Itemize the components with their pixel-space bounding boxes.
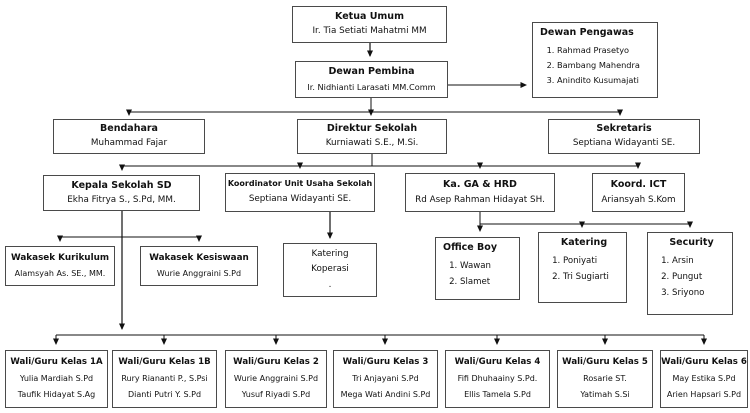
member: Wawan [460,261,515,271]
node-person: Ekha Fitrya S., S.Pd, MM. [67,194,176,205]
node-wali-kelas-2: Wali/Guru Kelas 2 Wurie Anggraini S.Pd Y… [225,350,327,408]
node-person: Septiana Widayanti SE. [572,138,676,149]
node-dewan-pembina: Dewan Pembina Ir. Nidhianti Larasati MM.… [295,61,448,98]
node-wali-kelas-1b: Wali/Guru Kelas 1B Rury Riananti P., S.P… [112,350,217,408]
node-title: Wali/Guru Kelas 1A [10,357,103,368]
node-wali-kelas-6: Wali/Guru Kelas 6 May Estika S.Pd Arien … [660,350,748,408]
node-person: Mega Wati Andini S.Pd [340,389,431,399]
node-person: Alamsyah As. SE., MM. [14,268,106,278]
node-katering: Katering Poniyati Tri Sugiarti [538,232,627,303]
node-person: Wurie Anggraini S.Pd [156,268,242,278]
node-wali-kelas-4: Wali/Guru Kelas 4 Fifi Dhuhaainy S.Pd. E… [445,350,550,408]
node-title: Koordinator Unit Usaha Sekolah [227,179,373,189]
node-person: Septiana Widayanti SE. [248,194,352,205]
node-person: Ir. Nidhianti Larasati MM.Comm [307,81,436,92]
node-title: Kepala Sekolah SD [71,179,172,191]
member-list: Wawan Slamet [443,255,515,287]
node-person: Arien Hapsari S.Pd [666,389,742,399]
node-title: Dewan Pengawas [540,27,634,38]
member: Pungut [672,272,728,282]
node-kepala-sekolah-sd: Kepala Sekolah SD Ekha Fitrya S., S.Pd, … [43,175,200,211]
node-person: Kurniawati S.E., M.Si. [325,138,419,149]
node-wakasek-kesiswaan: Wakasek Kesiswaan Wurie Anggraini S.Pd [140,246,258,286]
member: Rahmad Prasetyo [557,45,653,55]
node-ka-ga-hrd: Ka. GA & HRD Rd Asep Rahman Hidayat SH. [405,173,555,212]
member: Poniyati [563,256,622,266]
member: Arsin [672,256,728,266]
node-person: Rd Asep Rahman Hidayat SH. [415,194,545,205]
node-person: Taufik Hidayat S.Ag [17,389,96,399]
node-dewan-pengawas: Dewan Pengawas Rahmad Prasetyo Bambang M… [532,22,658,98]
member: Sriyono [672,288,728,298]
node-person: Yulia Mardiah S.Pd [19,373,94,383]
node-office-boy: Office Boy Wawan Slamet [435,237,520,300]
node-title: Wali/Guru Kelas 3 [342,357,429,368]
unit-line: Koperasi [311,264,349,275]
node-person: Yusuf Riyadi S.Pd [241,389,311,399]
node-person: Ellis Tamela S.Pd [464,389,531,399]
node-title: Bendahara [100,123,158,135]
node-person: Tri Anjayani S.Pd [352,373,419,383]
node-title: Ketua Umum [335,10,404,22]
node-security: Security Arsin Pungut Sriyono [647,232,733,315]
node-title: Wali/Guru Kelas 1B [118,357,211,368]
node-person: Wurie Anggraini S.Pd [233,373,319,383]
member-list: Arsin Pungut Sriyono [655,250,728,298]
node-person: Dianti Putri Y. S.Pd [127,389,202,399]
node-title: Dewan Pembina [328,66,415,78]
node-sekretaris: Sekretaris Septiana Widayanti SE. [548,119,700,154]
member-list: Rahmad Prasetyo Bambang Mahendra Anindit… [540,40,653,85]
node-title: Security [669,237,714,248]
node-unit-usaha-list: Katering Koperasi . [283,243,377,297]
node-wali-kelas-1a: Wali/Guru Kelas 1A Yulia Mardiah S.Pd Ta… [5,350,108,408]
node-title: Wali/Guru Kelas 6 [661,357,747,368]
node-person: Muhammad Fajar [90,138,168,149]
member: Slamet [460,277,515,287]
node-person: Ir. Tia Setiati Mahatmi MM [312,26,427,37]
node-title: Wali/Guru Kelas 4 [454,357,541,368]
node-title: Wali/Guru Kelas 2 [233,357,319,368]
node-ketua-umum: Ketua Umum Ir. Tia Setiati Mahatmi MM [292,6,447,43]
node-person: Rury Riananti P., S.Psi [121,373,208,383]
node-bendahara: Bendahara Muhammad Fajar [53,119,205,154]
node-title: Wakasek Kesiswaan [149,252,249,263]
node-koord-ict: Koord. ICT Ariansyah S.Kom [592,173,685,212]
node-direktur-sekolah: Direktur Sekolah Kurniawati S.E., M.Si. [297,119,447,154]
node-person: Ariansyah S.Kom [601,194,676,205]
node-person: Yatimah S.Si [580,389,630,399]
node-title: Wali/Guru Kelas 5 [562,357,648,368]
node-title: Direktur Sekolah [326,123,418,135]
member-list: Poniyati Tri Sugiarti [546,250,622,282]
node-wali-kelas-3: Wali/Guru Kelas 3 Tri Anjayani S.Pd Mega… [333,350,438,408]
unit-line: Katering [311,248,349,259]
node-title: Sekretaris [596,123,652,135]
node-title: Ka. GA & HRD [443,178,517,190]
node-koordinator-unit-usaha: Koordinator Unit Usaha Sekolah Septiana … [225,173,375,212]
node-person: Rosarie ST. [583,373,627,383]
member: Tri Sugiarti [563,272,622,282]
node-title: Office Boy [443,242,498,253]
member: Anindito Kusumajati [557,75,653,85]
unit-line: . [328,279,332,290]
node-title: Wakasek Kurikulum [10,252,110,263]
node-wakasek-kurikulum: Wakasek Kurikulum Alamsyah As. SE., MM. [5,246,115,286]
node-person: May Estika S.Pd [672,373,736,383]
node-title: Katering [560,237,608,248]
member: Bambang Mahendra [557,60,653,70]
node-wali-kelas-5: Wali/Guru Kelas 5 Rosarie ST. Yatimah S.… [557,350,653,408]
node-person: Fifi Dhuhaainy S.Pd. [457,373,538,383]
node-title: Koord. ICT [610,178,667,190]
